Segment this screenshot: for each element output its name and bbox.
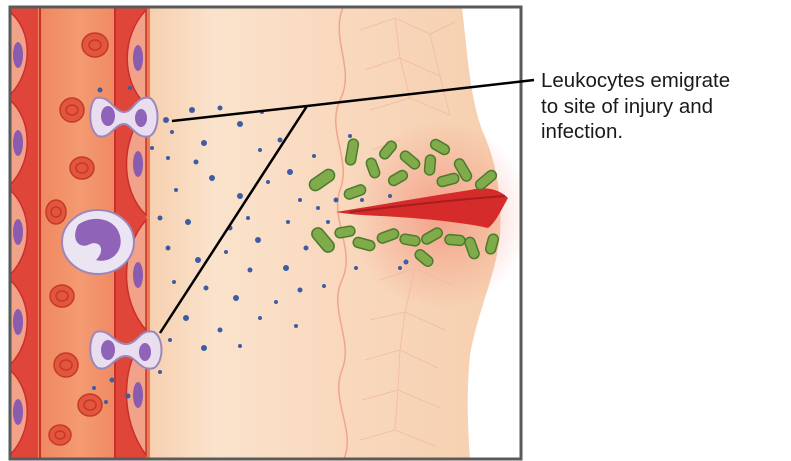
caption: Leukocytes emigrate to site of injury an… bbox=[541, 68, 787, 145]
caption-line-3: infection. bbox=[541, 119, 787, 145]
caption-line-1: Leukocytes emigrate bbox=[541, 68, 787, 94]
caption-line-2: to site of injury and bbox=[541, 94, 787, 120]
monocyte bbox=[62, 210, 134, 274]
